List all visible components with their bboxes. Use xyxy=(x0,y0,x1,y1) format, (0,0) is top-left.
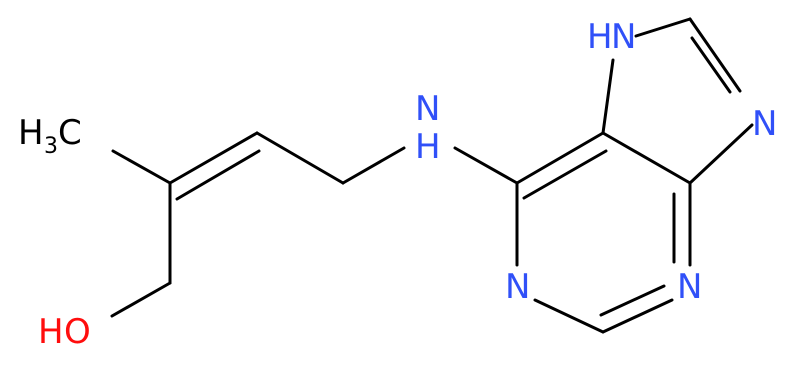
bond-n9-c4p xyxy=(688,123,754,185)
bond-c4p-c5 xyxy=(601,131,692,185)
bond-nh-c6 xyxy=(453,146,519,185)
bond-c2p-n3 xyxy=(601,298,674,334)
amine-h-label: H xyxy=(415,127,441,167)
bond-c5-n7 xyxy=(601,58,615,135)
bond-c6-c5 xyxy=(515,131,605,185)
atom-labels: H 3 C N H H N N N N H O xyxy=(18,17,777,352)
pyrimidine-n3-label: N xyxy=(677,267,702,307)
hydroxyl-h-label: H xyxy=(38,312,64,352)
hydroxyl-o-label: O xyxy=(64,312,91,352)
bonds xyxy=(110,17,754,334)
imidazole-nh-n-label: N xyxy=(611,17,636,57)
methyl-subscript: 3 xyxy=(44,134,58,159)
bond-c4-nh xyxy=(341,146,406,185)
bond-n1-c2p xyxy=(533,298,605,334)
bond-c2p-n3-second xyxy=(599,284,666,317)
bond-c2-c3-second xyxy=(175,149,261,201)
methyl-c-label: C xyxy=(58,113,82,153)
bond-c1-o xyxy=(110,281,172,318)
bond-c8-n9-second xyxy=(690,36,732,94)
amine-n-label: N xyxy=(415,89,440,129)
imidazole-nh-h-label: H xyxy=(587,17,613,57)
bond-c3-c4 xyxy=(255,131,345,185)
imidazole-n-label: N xyxy=(752,104,777,144)
methyl-h-label: H xyxy=(18,113,44,153)
bond-c6-c5-second xyxy=(522,149,608,200)
bond-c2-c3 xyxy=(168,131,259,185)
bond-methyl-c2 xyxy=(111,149,172,185)
bond-n7-c8 xyxy=(634,17,692,38)
pyrimidine-n1-label: N xyxy=(505,267,530,307)
bond-c8-n9 xyxy=(688,17,742,93)
